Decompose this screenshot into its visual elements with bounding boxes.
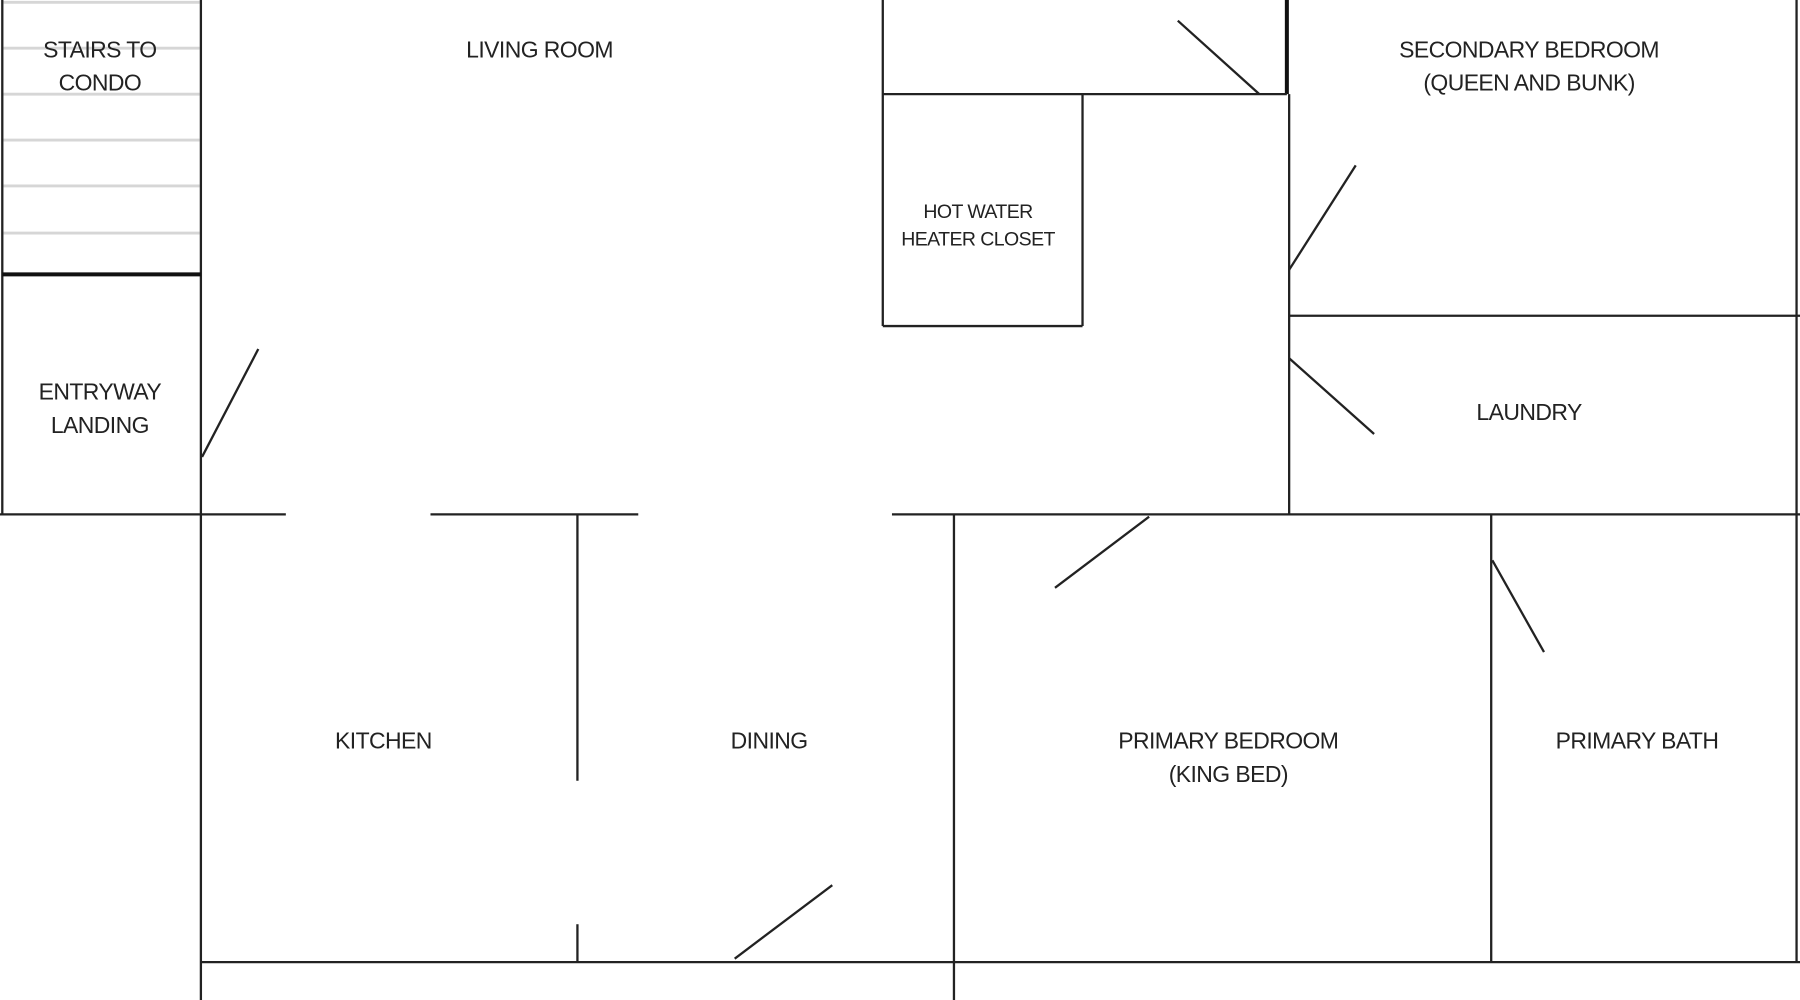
label-hot-water-1: HOT WATER [923,201,1033,223]
label-stairs-2: CONDO [59,70,142,96]
label-primary-bedroom-1: PRIMARY BEDROOM [1118,728,1338,754]
room-labels: STAIRS TO CONDO LIVING ROOM ENTRYWAY LAN… [39,36,1719,786]
label-primary-bedroom-2: (KING BED) [1169,761,1288,787]
label-laundry: LAUNDRY [1476,399,1582,425]
door-primary-bedroom [1054,515,1150,589]
label-dining: DINING [731,728,808,754]
stair-treads [3,0,200,235]
door-entry [201,348,260,458]
label-entry-2: LANDING [51,412,149,438]
label-primary-bath: PRIMARY BATH [1556,728,1719,754]
door-secondary-bedroom [1288,164,1357,271]
label-secondary-bedroom-1: SECONDARY BEDROOM [1399,36,1659,62]
door-top-closet [1177,19,1261,95]
label-living-room: LIVING ROOM [466,36,613,62]
label-stairs-1: STAIRS TO [43,36,156,62]
label-entry-1: ENTRYWAY [39,379,162,405]
label-kitchen: KITCHEN [335,728,432,754]
door-swings [201,19,1546,960]
door-laundry [1288,357,1375,435]
label-hot-water-2: HEATER CLOSET [901,229,1055,251]
door-dining [734,884,833,960]
label-secondary-bedroom-2: (QUEEN AND BUNK) [1423,70,1634,96]
door-primary-bath [1491,559,1546,653]
